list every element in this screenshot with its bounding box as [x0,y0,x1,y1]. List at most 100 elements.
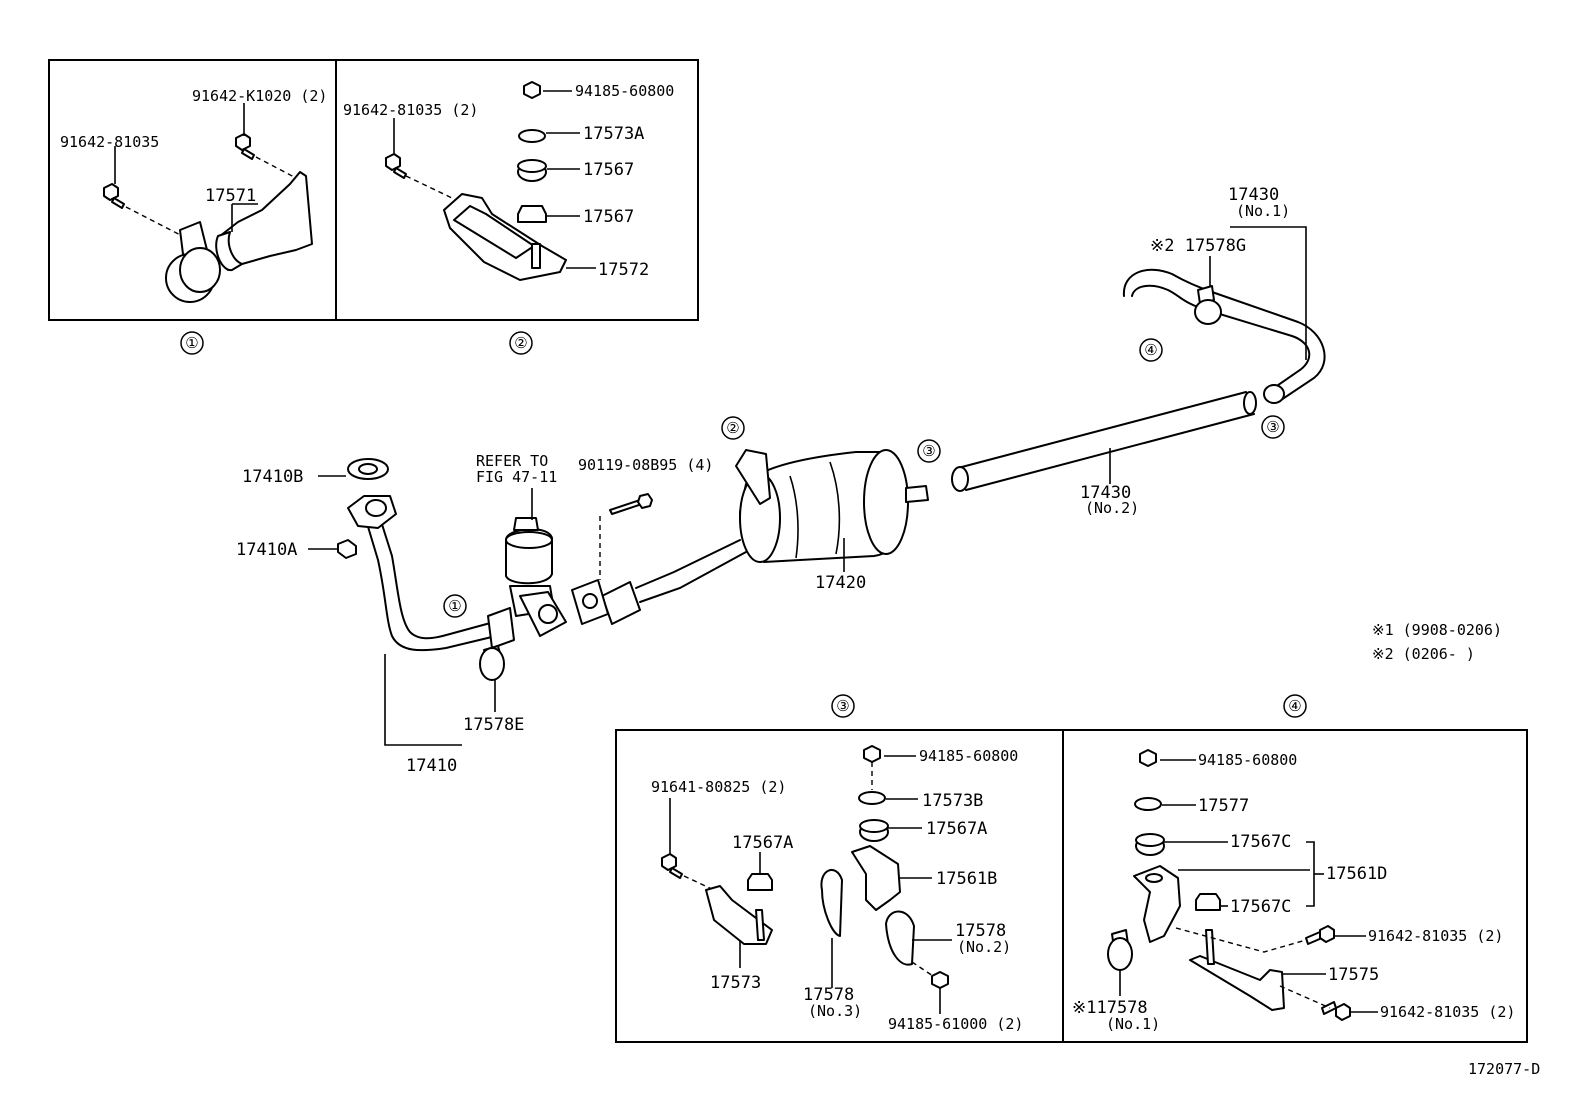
label-17573B: 17573B [922,791,983,811]
ref-main-1: ① [448,597,461,615]
label-17578-no3-sub: (No.3) [808,1002,862,1020]
label-17567C-b: 17567C [1230,897,1291,917]
label-91642-81035-b4a: 91642-81035 (2) [1368,927,1503,945]
label-91642-81035: 91642-81035 [60,133,159,151]
bolt-icon [103,183,125,209]
label-17578E: 17578E [463,715,524,735]
ref-circle-3 [831,694,855,718]
ref-circle-main-1 [443,594,467,618]
label-91642-81035-b4b: 91642-81035 (2) [1380,1003,1515,1021]
label-17572: 17572 [598,260,649,280]
label-17561B: 17561B [936,869,997,889]
label-17577: 17577 [1198,796,1249,816]
clamp-17578E [479,645,505,681]
label-91641-80825: 91641-80825 (2) [651,778,786,796]
label-17573A: 17573A [583,124,644,144]
ref-main-3b: ③ [1266,418,1279,436]
label-17567: 17567 [583,160,634,180]
washer-icon [518,129,546,143]
tail-pipe-no2 [951,391,1257,492]
label-17578-no1-sub: (No.1) [1106,1015,1160,1033]
label-17575: 17575 [1328,965,1379,985]
ref-2-label: ② [514,334,527,352]
label-17561D: 17561D [1326,864,1387,884]
bracket-17572 [443,193,567,281]
ref-circle-2 [509,331,533,355]
label-17410B: 17410B [242,467,303,487]
ref-main-2: ② [726,419,739,437]
cushion-icon [1135,833,1165,856]
figure-id: 172077-D [1468,1060,1540,1078]
detail-box-2 [335,59,699,321]
cushion-icon [747,873,773,891]
label-17578-no1: ※117578 [1072,998,1148,1018]
muffler-17420 [735,449,929,563]
support-17561D [1133,865,1181,943]
label-91642-81035-2: 91642-81035 (2) [343,101,478,119]
cushion-icon [859,819,889,842]
clamp-no1 [1107,929,1133,971]
bolt-icon [385,153,407,179]
ref-circle-4 [1283,694,1307,718]
label-94185-60800-b3: 94185-60800 [919,747,1018,765]
label-17410: 17410 [406,756,457,776]
ref-1-label: ① [185,334,198,352]
label-17578G: ※2 17578G [1150,236,1246,256]
cushion-icon [1195,893,1221,911]
ref-main-4: ④ [1144,341,1157,359]
bracket-17573 [705,885,773,945]
clamp-no3 [820,869,843,937]
label-17410A: 17410A [236,540,297,560]
label-17578-no2: 17578 [955,921,1006,941]
ref-circle-main-2 [721,416,745,440]
ref-circle-main-4 [1139,338,1163,362]
converter-assembly [505,517,567,637]
nut-icon [523,81,541,99]
tail-pipe-no1 [1122,268,1326,404]
nut-icon [931,971,949,989]
clamp-no2 [885,910,915,966]
label-94185-60800: 94185-60800 [575,82,674,100]
label-17430-no2: 17430 [1080,483,1131,503]
note-1: ※1 (9908-0206) [1372,621,1502,639]
cushion-icon [517,159,547,182]
bolt-icon [1321,1001,1351,1021]
label-17430-no1: 17430 [1228,185,1279,205]
label-90119-08B95: 90119-08B95 (4) [578,456,713,474]
ref-3-label: ③ [836,697,849,715]
note-2: ※2 (0206- ) [1372,645,1475,663]
label-17430-no2-sub: (No.2) [1085,499,1139,517]
clamp-17578G [1194,285,1222,325]
ref-4-label: ④ [1288,697,1301,715]
label-94185-60800-b4: 94185-60800 [1198,751,1297,769]
label-94185-61000: 94185-61000 (2) [888,1015,1023,1033]
detail-box-4 [1062,729,1528,1043]
label-17567-b: 17567 [583,207,634,227]
support-17561B [851,845,901,911]
ref-main-3a: ③ [922,442,935,460]
washer-icon [1134,797,1162,811]
label-17567A-b: 17567A [732,833,793,853]
nut-17410A [337,539,357,559]
label-17571: 17571 [205,186,256,206]
label-fig-47-11: FIG 47-11 [476,468,557,486]
ref-circle-1 [180,331,204,355]
ref-circle-main-3a [917,439,941,463]
front-pipe-17410 [347,495,515,652]
bolt-icon [661,853,683,879]
label-17567A: 17567A [926,819,987,839]
label-17573: 17573 [710,973,761,993]
ref-circle-main-3b [1261,415,1285,439]
bolt-icon [1305,925,1335,945]
nut-icon [863,745,881,763]
label-17578-no3: 17578 [803,985,854,1005]
cushion-icon [517,205,547,223]
label-17430-no1-sub: (No.1) [1236,202,1290,220]
muffler-bracket-17571 [165,171,313,303]
bolt-icon [235,133,255,160]
bracket-17575 [1189,929,1285,1011]
label-17578-no2-sub: (No.2) [957,938,1011,956]
label-17567C-a: 17567C [1230,832,1291,852]
washer-icon [858,791,886,805]
